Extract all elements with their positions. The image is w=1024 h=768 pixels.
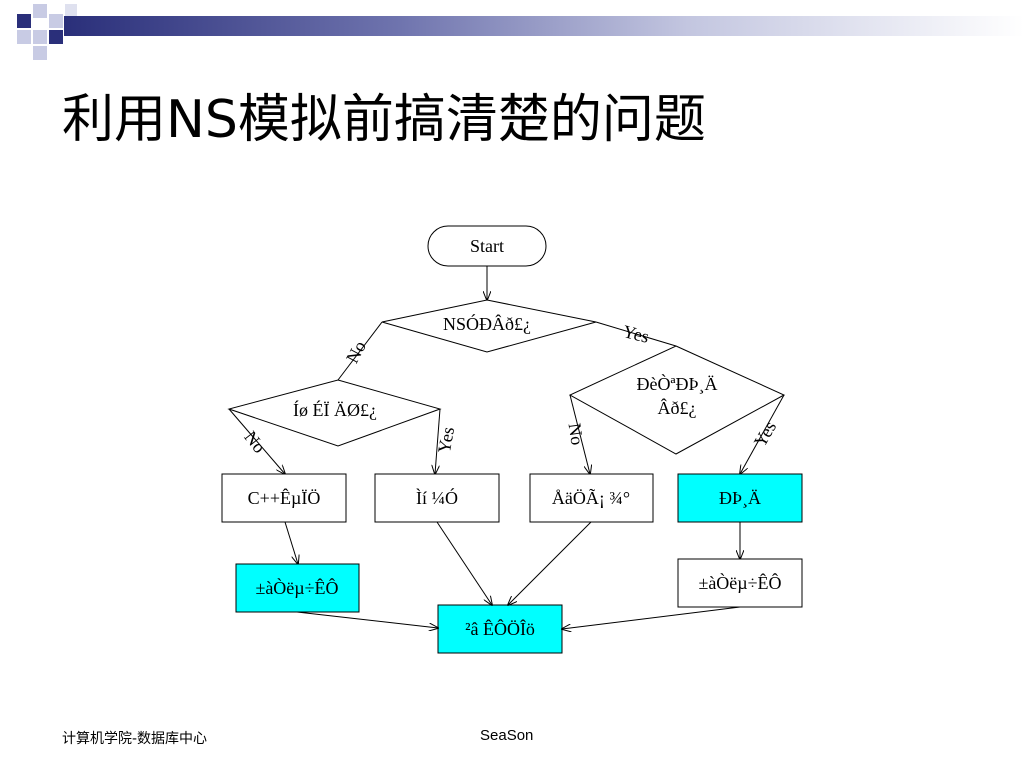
label-yes-top: Yes xyxy=(621,321,651,347)
edge-compile-right-to-test xyxy=(562,606,741,629)
decision-right-label-1: ÐèÒªÐÞ¸Ä xyxy=(637,373,718,394)
edge-cpp-to-compile xyxy=(284,521,298,564)
label-no-right: No xyxy=(565,422,588,447)
box-modify-label: ÐÞ¸Ä xyxy=(719,488,761,508)
edge-compile-left-to-test xyxy=(296,611,438,628)
decision-right-label-2: Âð£¿ xyxy=(658,397,697,418)
box-compile-right-label: ±àÒëµ÷ÊÔ xyxy=(698,572,781,593)
start-label: Start xyxy=(470,236,504,256)
decor-square-light-5 xyxy=(33,46,47,60)
decision-right xyxy=(568,345,786,455)
decor-square-navy-2 xyxy=(49,30,63,44)
box-download-label: Ìí ¼Ó xyxy=(416,487,458,508)
edge-top-yes xyxy=(595,321,677,347)
label-yes-left: Yes xyxy=(434,425,458,454)
decision-left xyxy=(227,379,442,447)
decor-gradient-bar xyxy=(64,16,1024,36)
box-config-label: ÅäÖÃ¡ ¾° xyxy=(552,487,630,508)
edge-right-yes xyxy=(740,394,785,474)
edge-config-to-test xyxy=(508,521,592,605)
box-compile-left-label: ±àÒëµ÷ÊÔ xyxy=(255,577,338,598)
box-cpp xyxy=(221,473,347,523)
edge-left-yes xyxy=(435,408,441,474)
decor-square-light-1 xyxy=(33,4,47,18)
decor-square-light-2 xyxy=(49,14,63,28)
decor-square-light-6 xyxy=(65,4,77,16)
footer-author: SeaSon xyxy=(480,727,534,744)
edge-left-no xyxy=(228,408,285,474)
footer-department: 计算机学院-数据库中心 xyxy=(62,731,208,747)
label-yes-right: Yes xyxy=(750,418,780,451)
box-modify xyxy=(677,473,803,523)
box-compile-right xyxy=(677,558,803,608)
box-download xyxy=(374,473,500,523)
decision-top-label: NSÓÐÂð£¿ xyxy=(443,313,531,334)
box-cpp-label: C++ÊµÏÖ xyxy=(248,487,321,508)
edge-right-no xyxy=(569,394,590,474)
slide-title: 利用NS模拟前搞清楚的问题 xyxy=(62,90,706,150)
decision-top xyxy=(381,299,597,353)
edge-top-no xyxy=(337,321,383,381)
decor-square-navy-1 xyxy=(17,14,31,28)
label-no-left: No xyxy=(240,427,269,457)
decision-left-label: Íø ÉÏ ÄØ£¿ xyxy=(293,399,377,420)
box-config xyxy=(529,473,654,523)
box-compile-left xyxy=(235,563,360,613)
label-no-top: No xyxy=(342,338,370,367)
decor-square-light-3 xyxy=(33,30,47,44)
decor-square-light-4 xyxy=(17,30,31,44)
box-test-label: ²â ÊÔÖÎö xyxy=(465,618,535,639)
edge-download-to-test xyxy=(436,521,492,605)
